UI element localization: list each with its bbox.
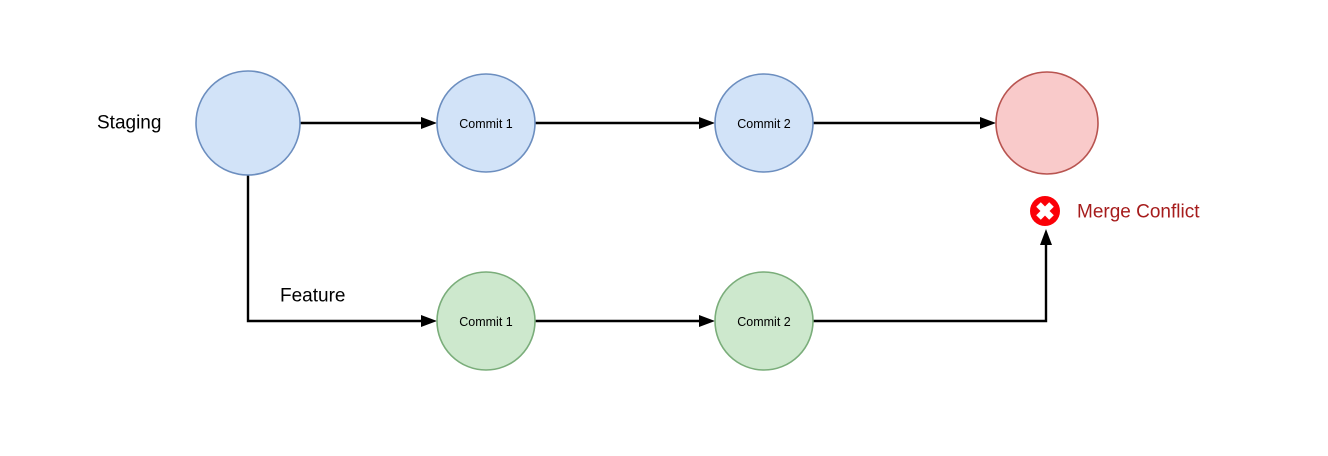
arrow-head-icon: [421, 315, 437, 327]
edge-elbow-path: [246, 175, 423, 323]
node-circle[interactable]: [195, 70, 301, 176]
edge-base-to-feature-commit-1: [246, 175, 437, 327]
edge-staging-commit-2-to-merge-target: [813, 117, 996, 129]
edge-staging-commit-1-to-staging-commit-2: [535, 117, 715, 129]
node-merge-target[interactable]: [995, 71, 1099, 175]
edge-feature-commit-1-to-feature-commit-2: [535, 315, 715, 327]
node-label: Commit 1: [459, 315, 513, 329]
error-x-icon-stroke-b: [1036, 202, 1054, 220]
node-circle[interactable]: [436, 271, 536, 371]
node-label: Commit 1: [459, 117, 513, 131]
node-circle[interactable]: [714, 73, 814, 173]
node-feature-commit-1[interactable]: Commit 1: [436, 271, 536, 371]
node-staging-commit-2[interactable]: Commit 2: [714, 73, 814, 173]
merge-conflict-badge[interactable]: [1030, 196, 1060, 226]
branch-label-staging: Staging: [97, 113, 161, 134]
branch-label-feature: Feature: [280, 286, 345, 307]
arrow-head-icon: [980, 117, 996, 129]
arrow-head-icon: [421, 117, 437, 129]
edge-feature-commit-2-to-conflict: [813, 229, 1052, 323]
node-circle[interactable]: [714, 271, 814, 371]
merge-conflict-label: Merge Conflict: [1077, 202, 1200, 223]
node-staging-commit-1[interactable]: Commit 1: [436, 73, 536, 173]
arrow-head-icon: [699, 117, 715, 129]
edge-elbow-path: [813, 243, 1048, 323]
node-feature-commit-2[interactable]: Commit 2: [714, 271, 814, 371]
edge-base-to-staging-commit-1: [300, 117, 437, 129]
node-circle[interactable]: [436, 73, 536, 173]
arrow-head-icon: [1040, 229, 1052, 245]
node-label: Commit 2: [737, 315, 791, 329]
node-base[interactable]: [195, 70, 301, 176]
node-circle[interactable]: [995, 71, 1099, 175]
arrow-head-icon: [699, 315, 715, 327]
node-label: Commit 2: [737, 117, 791, 131]
